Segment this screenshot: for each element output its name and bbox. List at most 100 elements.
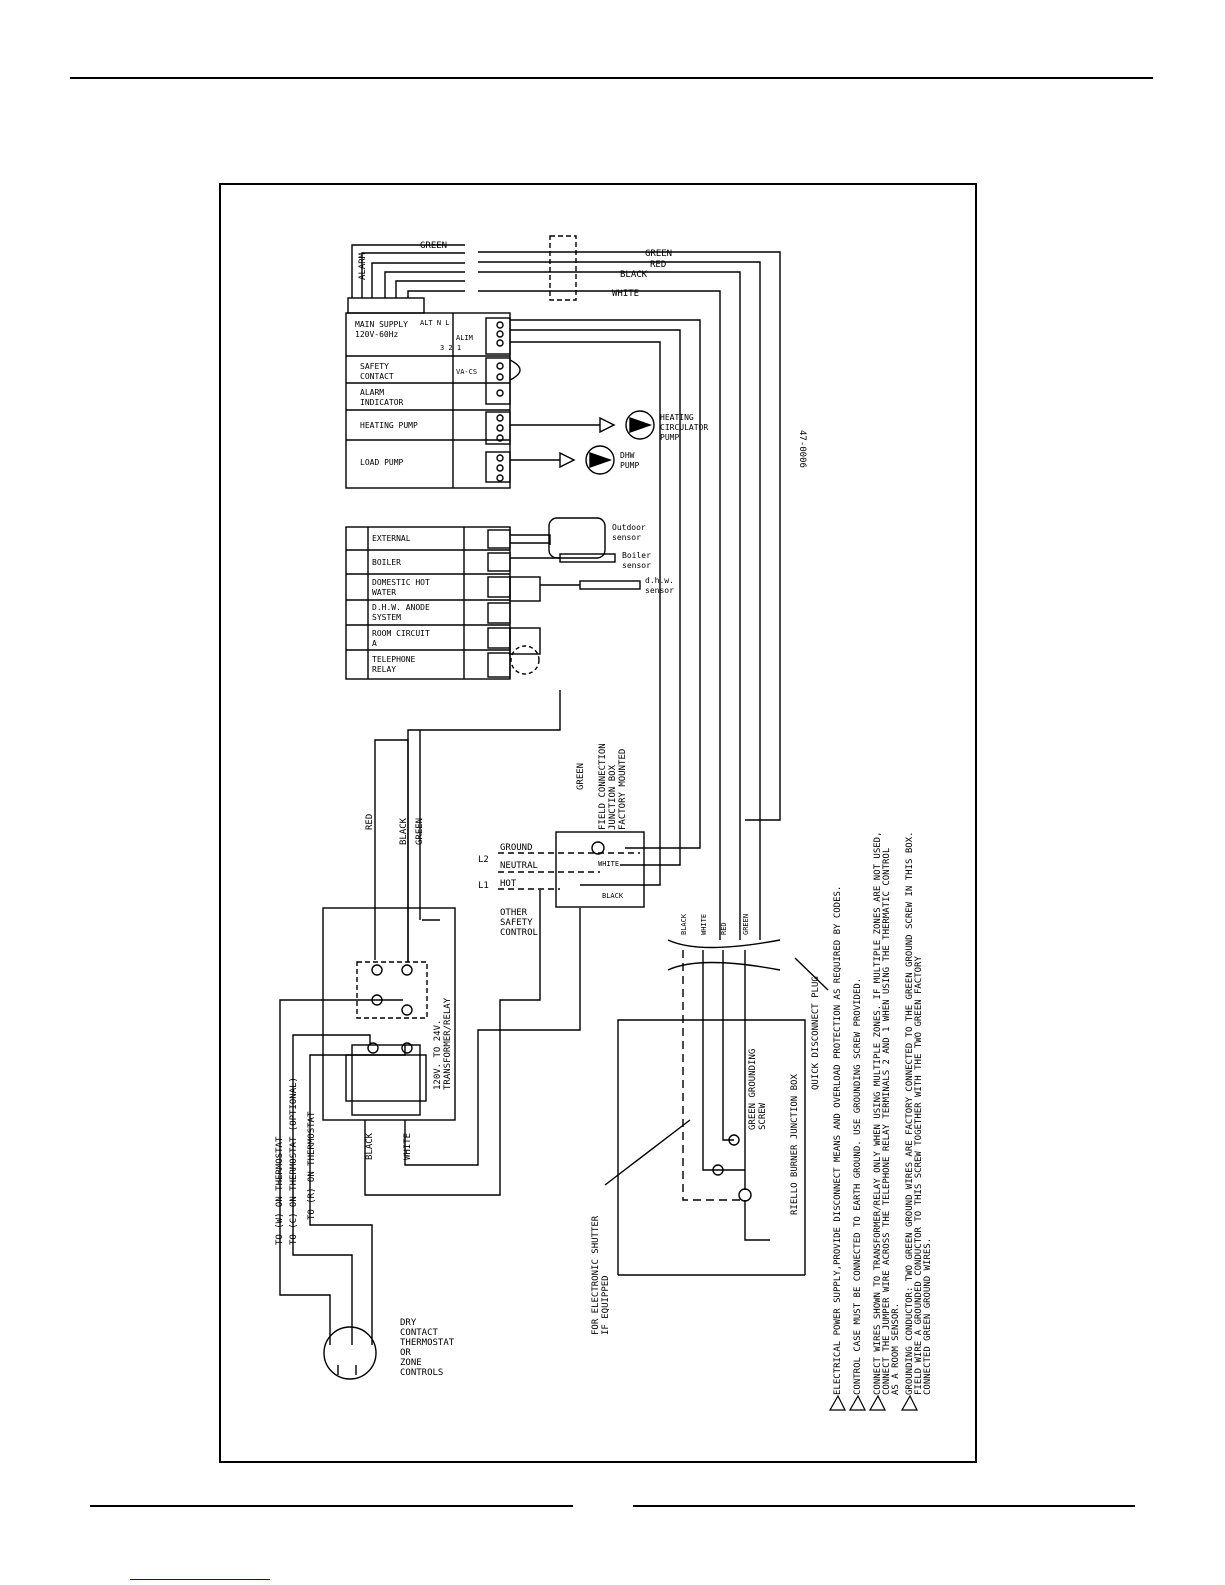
- to-w-label: TO (W) ON THERMOSTAT: [275, 1136, 285, 1245]
- wire-label-alarm: ALARM: [358, 252, 368, 280]
- alarm-indicator-title: ALARM: [360, 388, 384, 397]
- boiler-sensor: [559, 553, 616, 563]
- note-3-triangle: [868, 1394, 886, 1411]
- sensor-label-anode-2: SYSTEM: [372, 613, 401, 622]
- plug-label-black: BLACK: [680, 913, 688, 935]
- note-3-line-1: CONNECT WIRES SHOWN TO TRANSFORMER/RELAY…: [873, 831, 883, 1395]
- wire-label-white-bottom: WHITE: [403, 1133, 413, 1160]
- wire-label-black-field: BLACK: [602, 892, 624, 900]
- thermostat-label-2: CONTACT: [400, 1328, 439, 1338]
- wire-label-white-field: WHITE: [598, 860, 619, 868]
- note-4-line-3: CONNECTED GREEN GROUND WIRES.: [923, 1238, 933, 1395]
- note-3-line-2: CONNECT THE JUMPER WIRE ACROSS THE TELEP…: [882, 848, 892, 1395]
- electronic-shutter-label-2: IF EQUIPPED: [601, 1275, 611, 1335]
- wire-label-white: WHITE: [612, 289, 639, 299]
- sensor-label-anode: D.H.W. ANODE: [372, 603, 430, 612]
- dhw-sensor-label-2: sensor: [645, 586, 674, 595]
- transformer-relay: [356, 961, 428, 1019]
- dry-contact-thermostat: [323, 1326, 377, 1380]
- footer-link-underline[interactable]: [130, 1579, 270, 1580]
- field-box-label-3: FACTORY MOUNTED: [618, 749, 628, 830]
- safety-contact-subtitle: CONTACT: [360, 372, 394, 381]
- note-2: CONTROL CASE MUST BE CONNECTED TO EARTH …: [853, 978, 863, 1395]
- thermostat-label-6: CONTROLS: [400, 1368, 443, 1378]
- sensor-label-dhw-2: WATER: [372, 588, 396, 597]
- plug-label-red: RED: [720, 922, 728, 935]
- transformer-label-1: 120V. TO 24V.: [433, 1020, 443, 1090]
- other-safety-label-2: SAFETY: [500, 918, 533, 928]
- note-4-triangle: [900, 1394, 918, 1411]
- l1-label: L1: [478, 881, 489, 891]
- wire-label-red: RED: [650, 260, 666, 270]
- heating-circulator-pump: [625, 410, 655, 440]
- heating-pump-label: HEATING PUMP: [360, 421, 418, 430]
- l2-label: L2: [478, 855, 489, 865]
- top-rule: [70, 77, 1153, 79]
- load-pump-label: LOAD PUMP: [360, 458, 404, 467]
- transformer-enclosure: [322, 907, 456, 1121]
- quick-disconnect-label: QUICK DISCONNECT PLUG: [811, 976, 821, 1090]
- plug-label-white: WHITE: [700, 914, 708, 935]
- wire-label-black-bottom: BLACK: [365, 1132, 375, 1160]
- outdoor-sensor-label-2: sensor: [612, 533, 641, 542]
- wire-label-green-transformer: GREEN: [415, 818, 425, 845]
- boiler-sensor-label: Boiler: [622, 551, 651, 560]
- outdoor-sensor-label: Outdoor: [612, 523, 646, 532]
- dhw-pump: [585, 445, 615, 475]
- sensor-label-telephone: TELEPHONE: [372, 655, 416, 664]
- note-4-line-1: GROUNDING CONDUCTOR: TWO GREEN GROUND WI…: [905, 831, 915, 1395]
- dhw-sensor: [579, 580, 641, 590]
- field-junction-box: [555, 831, 645, 908]
- plug-label-green: GREEN: [742, 914, 750, 935]
- thermostat-label-5: ZONE: [400, 1358, 422, 1368]
- va-cs-label: VA-CS: [456, 368, 477, 376]
- alim-label: ALIM: [456, 334, 473, 342]
- field-box-label-1: FIELD CONNECTION: [598, 743, 608, 830]
- thermostat-label-1: DRY: [400, 1318, 417, 1328]
- sensor-label-dhw: DOMESTIC HOT: [372, 578, 430, 587]
- drawing-number: 47-0006: [797, 430, 807, 468]
- wire-label-black: BLACK: [620, 270, 648, 280]
- note-1: ELECTRICAL POWER SUPPLY,PROVIDE DISCONNE…: [833, 886, 843, 1395]
- thermostat-label-3: THERMOSTAT: [400, 1338, 455, 1348]
- note-3-line-3: AS A ROOM SENSOR.: [891, 1303, 901, 1395]
- wire-label-green-top: GREEN: [420, 241, 447, 251]
- note-2-triangle: [848, 1394, 866, 1411]
- electronic-shutter-label-1: FOR ELECTRONIC SHUTTER: [591, 1215, 601, 1335]
- main-supply-symbols: ALT N L: [420, 319, 450, 327]
- main-supply-nums: 3 2 1: [440, 344, 461, 352]
- bottom-rule-left: [90, 1505, 573, 1507]
- sensor-label-room-2: A: [372, 639, 377, 648]
- hot-label: HOT: [500, 879, 517, 889]
- main-supply-subtitle: 120V-60Hz: [355, 330, 399, 339]
- sensor-label-boiler: BOILER: [372, 558, 401, 567]
- heating-pump-device-label: HEATING: [660, 413, 694, 422]
- neutral-label: NEUTRAL: [500, 861, 538, 871]
- to-r-label: TO (R) ON THERMOSTAT: [307, 1111, 317, 1220]
- wire-label-red-transformer: RED: [365, 814, 375, 830]
- note-4-line-2: FIELD WIRE A GROUNDED CONDUCTOR TO THIS …: [914, 956, 924, 1395]
- to-c-label: TO (C) ON THERMOSTAT (OPTIONAL): [289, 1077, 299, 1245]
- bottom-rule-right: [633, 1505, 1135, 1507]
- thermostat-label-4: OR: [400, 1348, 411, 1358]
- outdoor-sensor: [548, 517, 606, 559]
- ground-label: GROUND: [500, 843, 533, 853]
- safety-contact-title: SAFETY: [360, 362, 389, 371]
- riello-box-label: RIELLO BURNER JUNCTION BOX: [790, 1074, 800, 1215]
- dhw-pump-device-label: DHW: [620, 451, 635, 460]
- diagram-frame: [219, 183, 977, 1463]
- heating-pump-device-label-3: PUMP: [660, 433, 679, 442]
- grounding-screw-label-2: SCREW: [758, 1102, 768, 1130]
- heating-pump-device-label-2: CIRCULATOR: [660, 423, 708, 432]
- grounding-screw-label-1: GREEN GROUNDING: [748, 1049, 758, 1130]
- sensor-label-room: ROOM CIRCUIT: [372, 629, 430, 638]
- sensor-label-external: EXTERNAL: [372, 534, 411, 543]
- wire-label-green-field: GREEN: [576, 763, 586, 790]
- other-safety-label-3: CONTROL: [500, 928, 538, 938]
- note-1-triangle: [828, 1394, 846, 1411]
- boiler-sensor-label-2: sensor: [622, 561, 651, 570]
- transformer-label-2: TRANSFORMER/RELAY: [443, 997, 453, 1090]
- wire-label-black-transformer: BLACK: [399, 817, 409, 845]
- field-box-label-2: JUNCTION BOX: [608, 764, 618, 830]
